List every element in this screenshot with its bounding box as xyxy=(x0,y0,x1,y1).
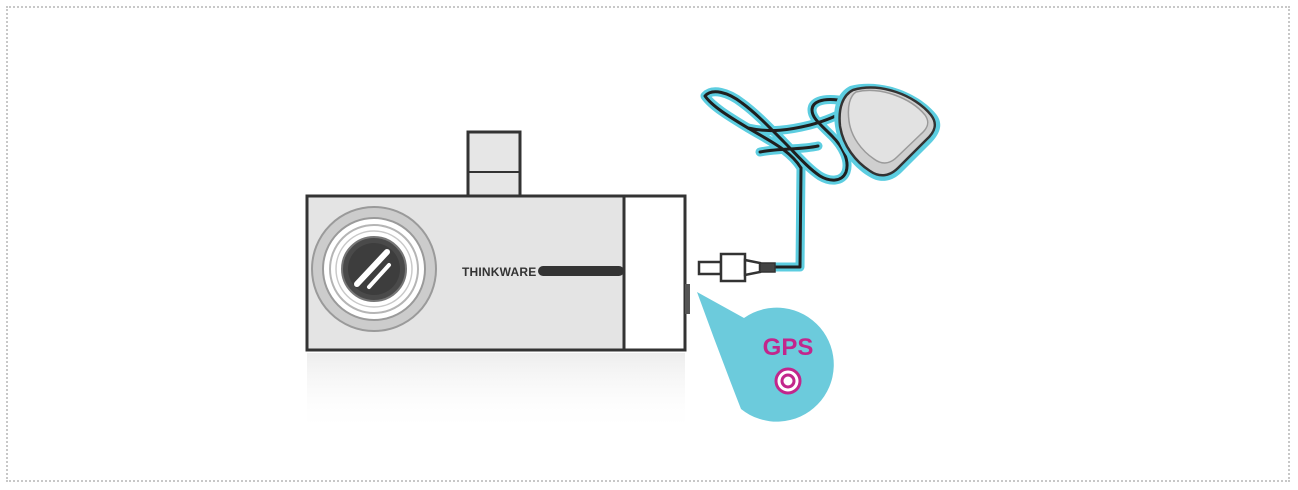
side-port-slot xyxy=(685,284,690,314)
mount-bracket xyxy=(466,130,522,198)
gps-label: GPS xyxy=(763,334,814,361)
gps-antenna-icon xyxy=(834,83,941,181)
brand-logo-text: THINKWARE xyxy=(462,265,536,279)
device-reflection xyxy=(307,353,685,433)
camera-lens-icon xyxy=(311,206,437,332)
gps-cable xyxy=(700,87,855,272)
diagram-frame xyxy=(6,6,1290,482)
gps-callout: GPS xyxy=(697,292,834,422)
side-panel xyxy=(622,194,687,352)
plug-connector-icon xyxy=(697,252,776,283)
indicator-strip xyxy=(538,266,624,276)
gps-port-icon xyxy=(774,367,802,395)
